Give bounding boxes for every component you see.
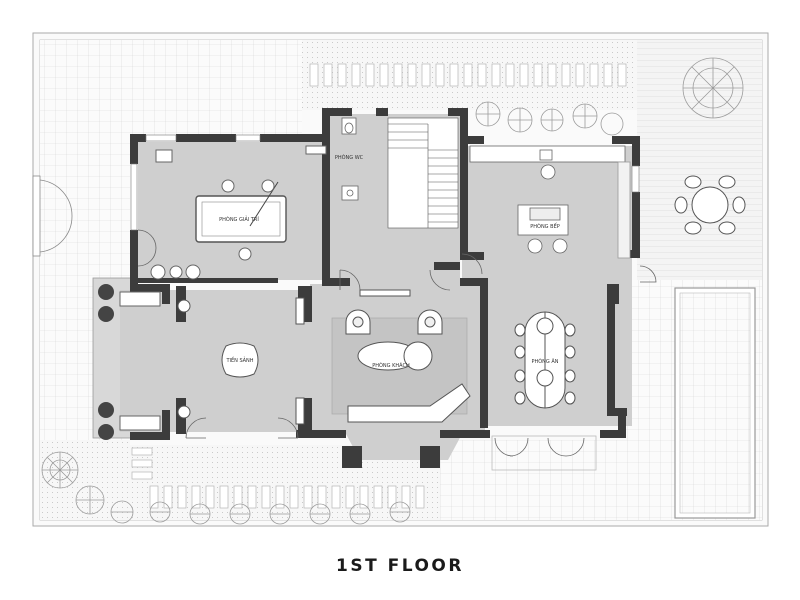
- wc-fixtures: [341, 117, 359, 201]
- label-wc: PHÒNG WC: [335, 154, 364, 161]
- garden-shrubs: [41, 57, 744, 525]
- windows: [130, 134, 640, 231]
- stepping-stones: [131, 63, 627, 509]
- label-living-room: PHÒNG KHÁCH: [372, 362, 410, 369]
- lobby-fixtures: [119, 291, 305, 431]
- dining-table: [514, 311, 576, 409]
- label-lobby: TIỀN SẢNH: [225, 356, 253, 364]
- entrance-gate: [32, 175, 73, 257]
- label-kitchen: PHÒNG BẾP: [530, 222, 560, 230]
- label-dining-room: PHÒNG ĂN: [531, 358, 558, 365]
- floor-title: 1ST FLOOR: [336, 556, 464, 576]
- patio-table: [674, 175, 746, 235]
- swimming-pool: [674, 287, 756, 519]
- floor-plan: PHÒNG GIẢI TRÍ PHÒNG WC PHÒNG BẾP TIỀN S…: [32, 32, 769, 527]
- label-game-room: PHÒNG GIẢI TRÍ: [219, 215, 259, 223]
- doors: [137, 229, 657, 471]
- walls: [130, 108, 640, 468]
- billiard-table: [150, 145, 327, 280]
- kitchen-fixtures: [469, 145, 631, 259]
- room-labels: PHÒNG GIẢI TRÍ PHÒNG WC PHÒNG BẾP TIỀN S…: [219, 154, 560, 369]
- staircase: [387, 117, 459, 229]
- living-furniture: [345, 289, 471, 423]
